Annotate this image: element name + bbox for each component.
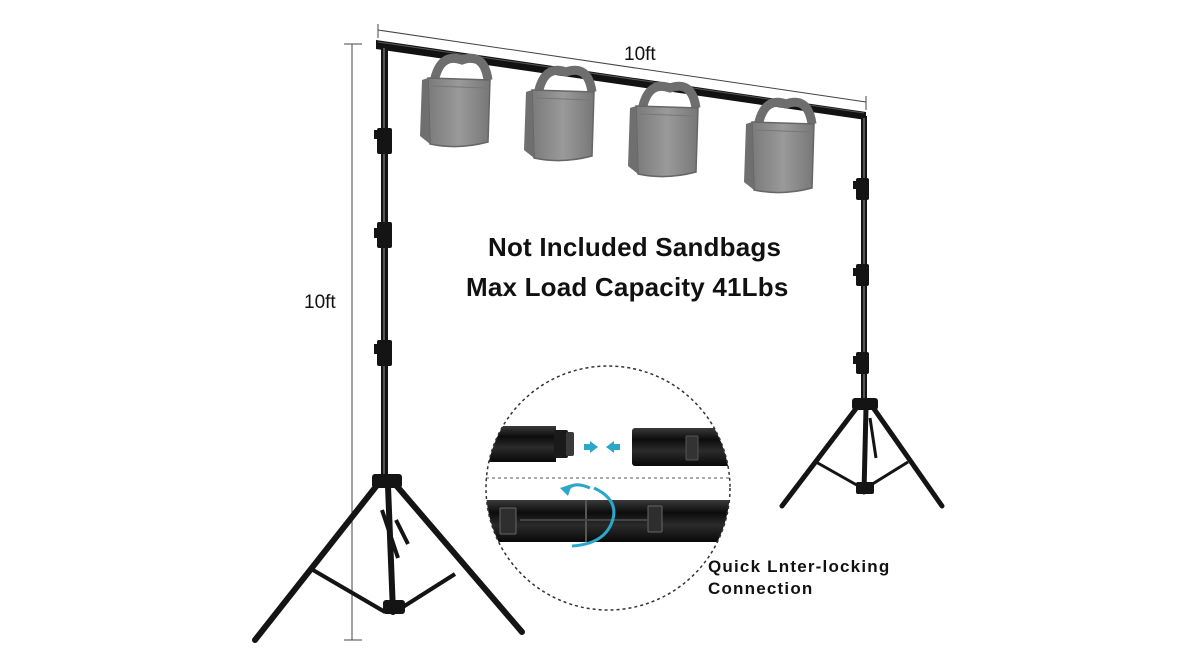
sandbag (524, 65, 597, 162)
sandbag (628, 81, 701, 178)
left-light-stand (252, 46, 525, 643)
rotate-arrow-icon (560, 483, 616, 548)
width-dimension-label: 10ft (624, 44, 656, 65)
headline-line-1: Not Included Sandbags (488, 232, 782, 262)
arrow-right-icon (584, 441, 598, 453)
arrow-left-icon (606, 441, 620, 453)
caption-line-2: Connection (708, 579, 814, 598)
joined-tube (486, 500, 730, 542)
sandbag (744, 97, 817, 194)
height-dimension-label: 10ft (304, 292, 336, 313)
sandbag (420, 53, 493, 148)
connection-detail-circle (485, 365, 731, 611)
separated-tube-pair (486, 426, 730, 466)
width-dimension-line (377, 24, 867, 110)
headline-line-2: Max Load Capacity 41Lbs (466, 272, 789, 302)
caption-line-1: Quick Lnter-locking (708, 557, 891, 576)
height-dimension-line (344, 43, 362, 641)
right-light-stand (779, 116, 945, 509)
